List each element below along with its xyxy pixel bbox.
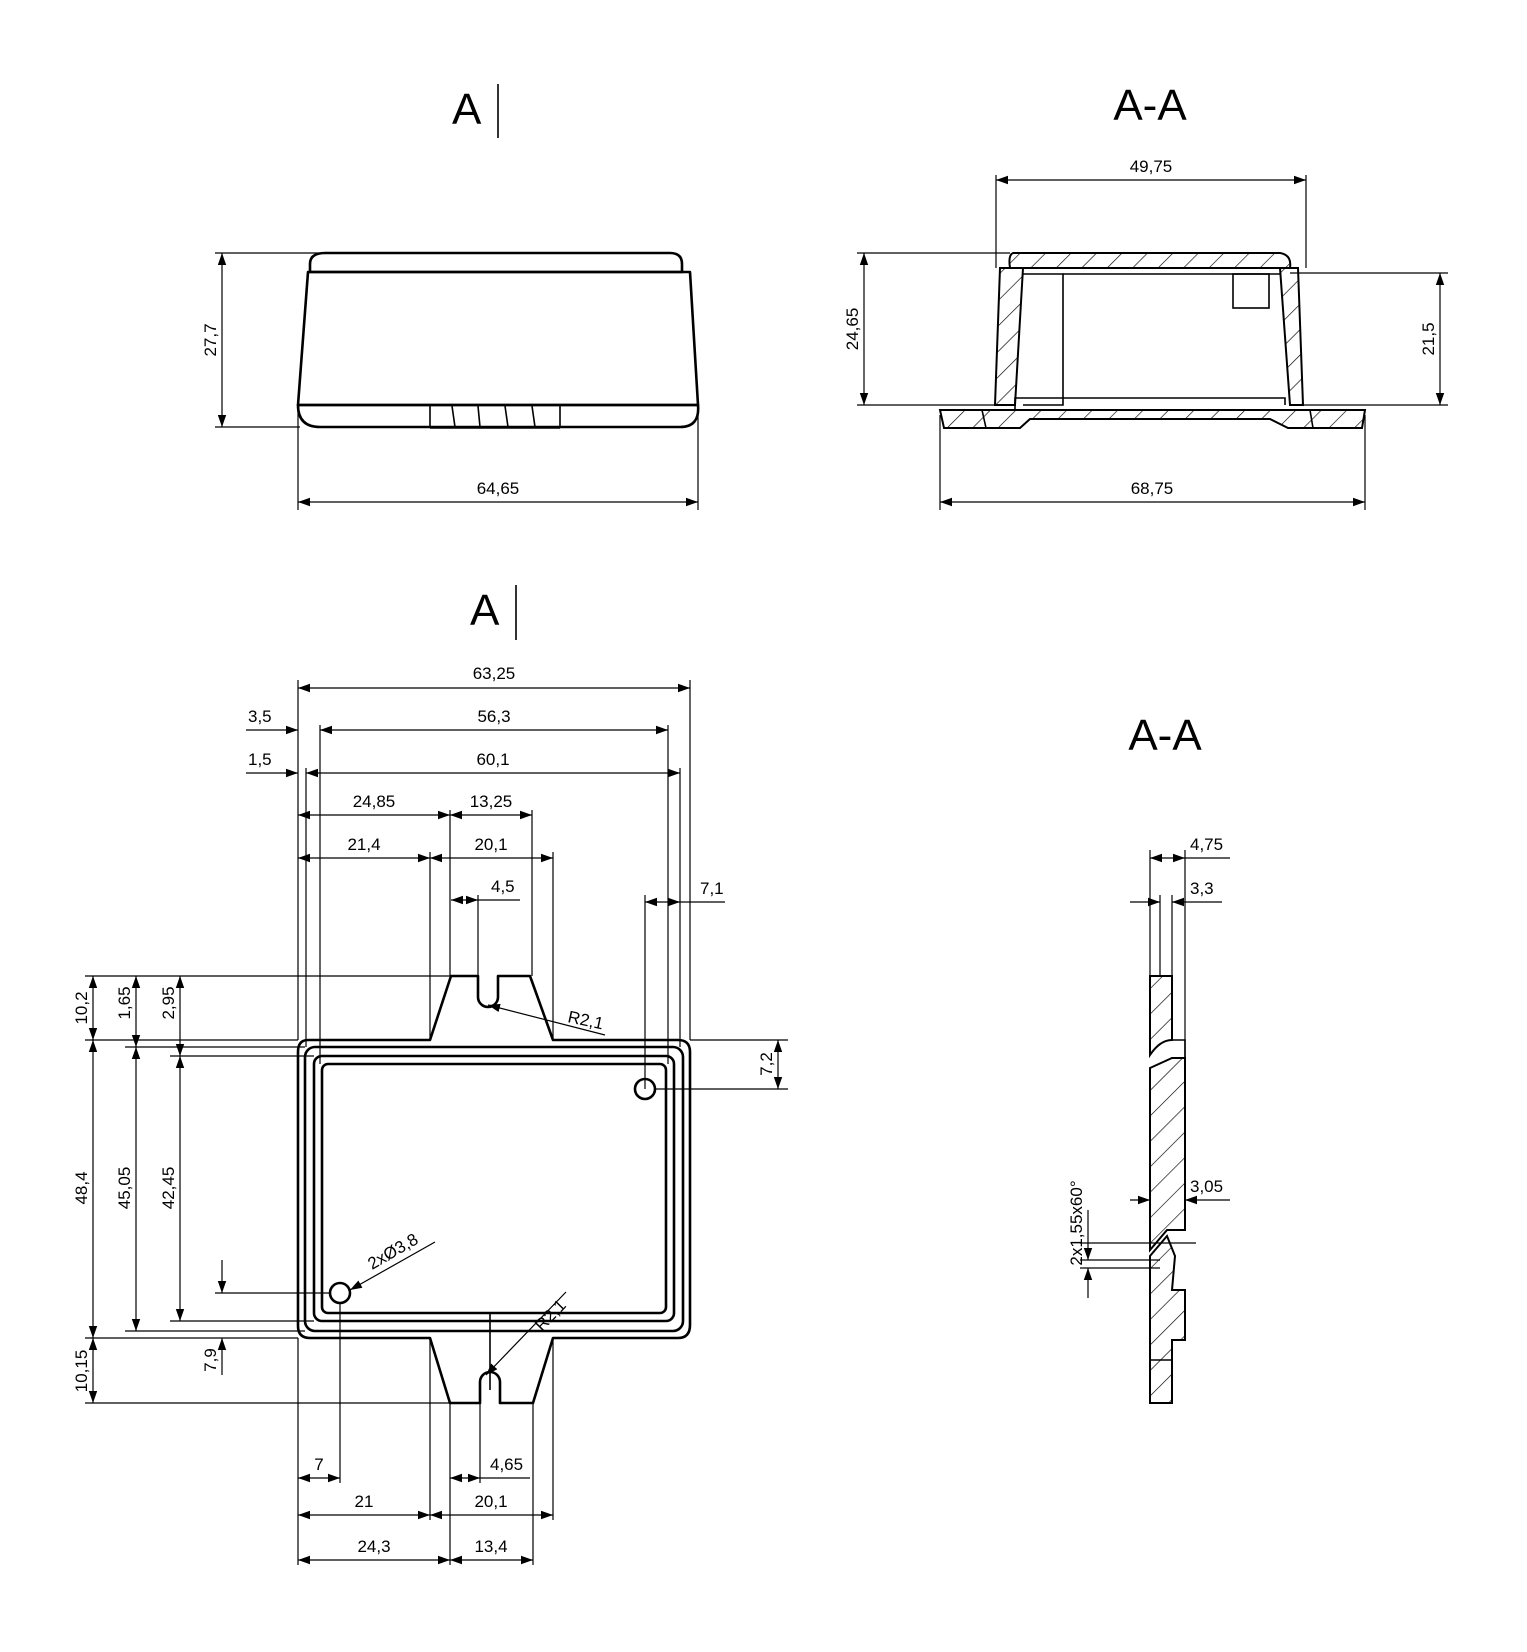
dim-13-25: 13,25 [470, 792, 513, 811]
dim-48-4: 48,4 [72, 1171, 91, 1204]
dim-4-65: 4,65 [490, 1455, 523, 1474]
dim-front-height: 27,7 [201, 323, 220, 356]
dim-2-95: 2,95 [159, 986, 178, 1019]
front-view-title: A [452, 85, 482, 134]
section-lid [1008, 252, 1292, 269]
dim-3-05: 3,05 [1190, 1177, 1223, 1196]
dim-r-bottom: R2,1 [531, 1296, 570, 1335]
vent-slots [429, 405, 561, 429]
dim-63-25: 63,25 [473, 664, 516, 683]
inner-rim [312, 1054, 676, 1323]
dim-21-4: 21,4 [347, 835, 380, 854]
cavity-outline [320, 1062, 668, 1315]
dim-section-height-left: 24,65 [843, 308, 862, 351]
detail-section-view: A-A 4,75 3,3 3,05 2x1,55x60° [1067, 711, 1230, 1404]
leader-line [349, 1241, 436, 1291]
dim-10-15: 10,15 [72, 1350, 91, 1393]
section-left-wall [993, 267, 1025, 406]
dim-10-2: 10,2 [72, 991, 91, 1024]
leader-line [487, 1003, 606, 1036]
dim-24-3: 24,3 [357, 1537, 390, 1556]
dim-1-5: 1,5 [248, 750, 272, 769]
detail-tab-upper [1149, 975, 1173, 1059]
rim-outline [303, 1045, 685, 1333]
base-rim [296, 403, 700, 429]
dim-section-bottom: 68,75 [1131, 479, 1174, 498]
dim-3-5: 3,5 [248, 707, 272, 726]
dim-section-top: 49,75 [1130, 157, 1173, 176]
dim-7: 7 [314, 1455, 323, 1474]
dim-4-75: 4,75 [1190, 835, 1223, 854]
dim-4-5: 4,5 [491, 877, 515, 896]
lid-top [308, 251, 684, 274]
dim-3-3: 3,3 [1190, 879, 1214, 898]
section-view-title: A-A [1113, 81, 1187, 130]
section-right-wall [1278, 267, 1305, 406]
inner-boss [1232, 273, 1270, 309]
dim-13-4: 13,4 [474, 1537, 507, 1556]
mounting-hole [328, 1281, 352, 1305]
base-plate-outline [296, 974, 692, 1405]
leader-line [485, 1291, 567, 1376]
dim-20-1-bot: 20,1 [474, 1492, 507, 1511]
dim-1-65: 1,65 [115, 986, 134, 1019]
detail-view-title: A-A [1128, 711, 1202, 760]
section-base [938, 409, 1367, 429]
dim-7-9: 7,9 [201, 1348, 220, 1372]
dim-r-top: R2,1 [566, 1007, 605, 1033]
dim-56-3: 56,3 [477, 707, 510, 726]
detail-tab-lower [1149, 1234, 1186, 1404]
dim-42-45: 42,45 [159, 1167, 178, 1210]
top-view: A 63,25 3,5 56,3 1,5 60,1 24,85 [72, 585, 788, 1565]
front-view: A 27,7 64,65 [201, 84, 700, 510]
dim-24-85: 24,85 [353, 792, 396, 811]
dim-7-2: 7,2 [757, 1052, 776, 1076]
section-view: A-A 49,75 24,65 21,5 68,75 [843, 81, 1448, 510]
top-view-title: A [470, 586, 500, 635]
body-outline [296, 270, 700, 407]
dim-section-height-right: 21,5 [1419, 322, 1438, 355]
inner-post [1023, 273, 1064, 406]
dim-chamfer: 2x1,55x60° [1067, 1180, 1086, 1265]
detail-wall [1149, 1057, 1186, 1253]
dim-7-1: 7,1 [700, 879, 724, 898]
dim-20-1-top: 20,1 [474, 835, 507, 854]
dim-60-1: 60,1 [476, 750, 509, 769]
dim-21: 21 [355, 1492, 374, 1511]
dim-front-width: 64,65 [477, 479, 520, 498]
dim-45-05: 45,05 [115, 1167, 134, 1210]
dim-holes: 2xØ3,8 [365, 1230, 422, 1274]
